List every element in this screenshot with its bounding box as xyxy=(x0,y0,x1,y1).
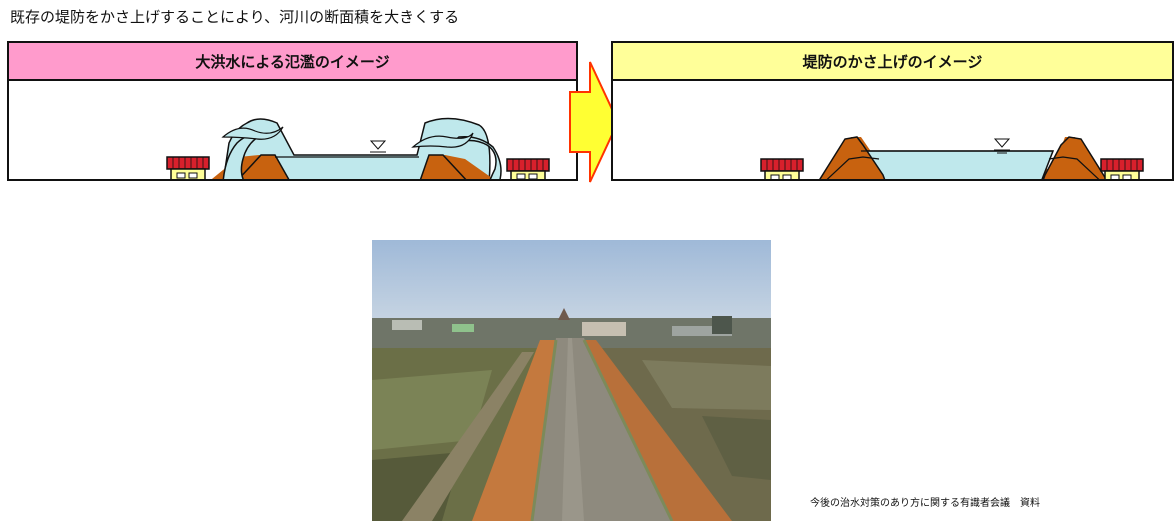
left-house xyxy=(760,158,804,179)
levee-photo-illustration xyxy=(372,240,771,521)
page-caption: 既存の堤防をかさ上げすることにより、河川の断面積を大きくする xyxy=(10,8,460,26)
right-overflow-wave xyxy=(446,135,502,179)
left-house xyxy=(166,156,210,179)
source-note: 今後の治水対策のあり方に関する有識者会議 資料 xyxy=(810,498,1040,509)
water-level-mark xyxy=(993,138,1011,148)
right-house xyxy=(506,158,550,179)
water-level-mark xyxy=(369,140,387,150)
flood-cross-section-diagram xyxy=(166,117,550,179)
right-levee xyxy=(419,154,467,179)
right-raised-levee xyxy=(1042,136,1107,179)
dirt-road xyxy=(402,352,534,521)
channel-water xyxy=(859,150,1055,179)
right-original-levee-line xyxy=(1048,156,1100,179)
left-original-levee-line xyxy=(826,156,880,179)
right-house xyxy=(1100,158,1144,179)
left-levee xyxy=(237,154,290,179)
raised-levee-cross-section-diagram xyxy=(760,136,1144,179)
levee-raising-panel: 堤防のかさ上げのイメージ xyxy=(611,41,1174,181)
left-splash xyxy=(221,126,284,140)
levee-photo xyxy=(372,240,771,521)
right-embankment-slope xyxy=(582,340,732,521)
transition-arrow-icon xyxy=(569,61,620,183)
right-splash xyxy=(411,132,474,148)
flood-image-panel: 大洪水による氾濫のイメージ xyxy=(7,41,578,181)
flood-panel-title: 大洪水による氾濫のイメージ xyxy=(9,43,576,81)
levee-raising-panel-title: 堤防のかさ上げのイメージ xyxy=(613,43,1172,81)
flood-water xyxy=(222,117,491,179)
